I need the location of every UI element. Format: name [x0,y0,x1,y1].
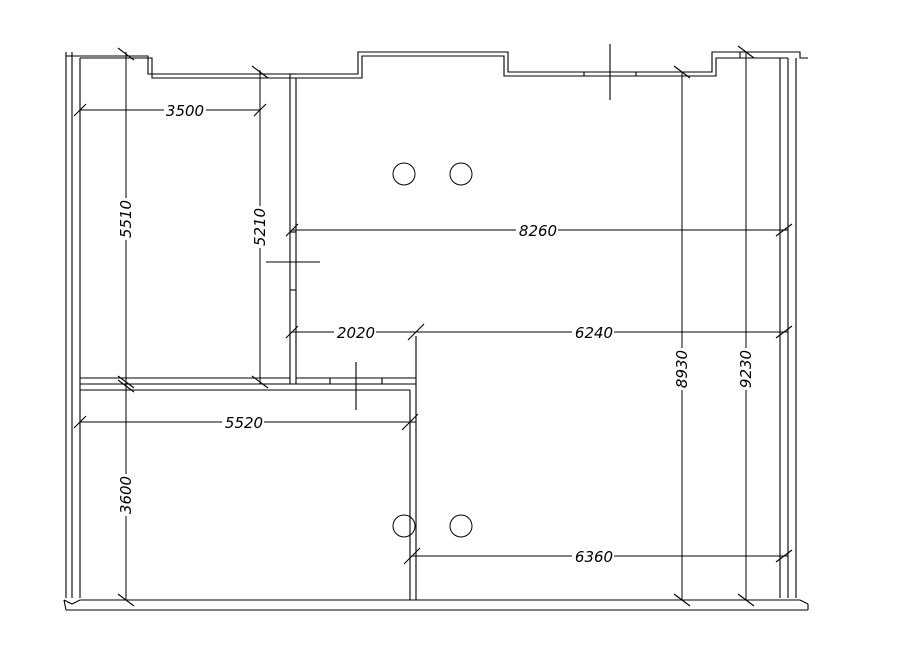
dimension-8930: 8930 [673,350,691,388]
dimension-9230: 9230 [737,350,755,388]
dimension-2020: 2020 [337,324,375,342]
columns [392,162,473,538]
dimension-labels: 3500 8260 2020 6240 5520 6360 5510 5210 … [116,100,755,566]
column-marker [392,514,416,538]
dimension-3500: 3500 [166,102,204,120]
dimension-6240: 6240 [575,324,613,342]
door-markers [266,44,611,410]
exterior-walls [63,51,809,611]
column-marker [449,162,473,186]
dimension-8260: 8260 [519,222,557,240]
dimension-3600: 3600 [117,476,135,514]
dimension-lines [73,45,793,607]
top-outer-wall [65,51,808,75]
dimension-5520: 5520 [225,414,263,432]
top-inner-wall [80,55,788,79]
dimension-5210: 5210 [251,208,269,246]
column-marker [392,162,416,186]
dimension-5510: 5510 [117,200,135,238]
bottom-wall [63,599,809,605]
dimension-6360: 6360 [575,548,613,566]
column-marker [449,514,473,538]
